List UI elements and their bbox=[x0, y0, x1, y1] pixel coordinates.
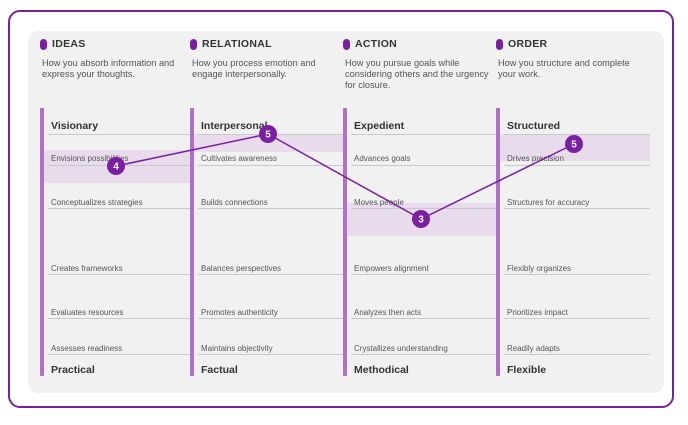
column-scale-bar bbox=[496, 108, 500, 376]
row-label: Promotes authenticity bbox=[201, 308, 278, 317]
row-divider bbox=[198, 354, 344, 355]
column-description: How you process emotion and engage inter… bbox=[192, 58, 316, 79]
row-label: Empowers alignment bbox=[354, 264, 429, 273]
column-pill-icon bbox=[40, 39, 47, 50]
row-divider bbox=[504, 274, 650, 275]
pole-top-label: Expedient bbox=[354, 120, 405, 132]
row-divider bbox=[504, 318, 650, 319]
score-marker-circle bbox=[412, 210, 430, 228]
row-label: Assesses readiness bbox=[51, 344, 123, 353]
row-divider bbox=[504, 354, 650, 355]
row-divider bbox=[351, 208, 497, 209]
row-divider bbox=[504, 208, 650, 209]
row-label: Envisions possibilities bbox=[51, 154, 129, 163]
row-label: Crystallizes understanding bbox=[354, 344, 448, 353]
row-label: Creates frameworks bbox=[51, 264, 123, 273]
row-divider bbox=[198, 208, 344, 209]
column-description: How you absorb information and express y… bbox=[42, 58, 175, 79]
row-label: Advances goals bbox=[354, 154, 411, 163]
row-divider bbox=[198, 318, 344, 319]
column-pill-icon bbox=[190, 39, 197, 50]
column-title: ACTION bbox=[355, 38, 398, 50]
row-label: Prioritizes impact bbox=[507, 308, 568, 317]
pole-bottom-label: Practical bbox=[51, 364, 95, 376]
column-pill-icon bbox=[496, 39, 503, 50]
column-description: How you structure and complete your work… bbox=[498, 58, 630, 79]
row-label: Maintains objectivity bbox=[201, 344, 273, 353]
score-marker-order: 5 bbox=[565, 135, 583, 153]
row-label: Readily adapts bbox=[507, 344, 560, 353]
column-title: ORDER bbox=[508, 38, 548, 50]
column-pill-icon bbox=[343, 39, 350, 50]
score-marker-label: 5 bbox=[571, 140, 577, 151]
score-marker-circle bbox=[565, 135, 583, 153]
row-divider bbox=[48, 134, 194, 135]
row-divider bbox=[351, 134, 497, 135]
row-label: Flexibly organizes bbox=[507, 264, 572, 273]
row-label: Balances perspectives bbox=[201, 264, 282, 273]
row-label: Builds connections bbox=[201, 198, 268, 207]
column-title: RELATIONAL bbox=[202, 38, 272, 50]
row-divider bbox=[351, 274, 497, 275]
row-label: Evaluates resources bbox=[51, 308, 124, 317]
score-marker-label: 4 bbox=[113, 162, 119, 173]
score-marker-ideas: 4 bbox=[107, 157, 125, 175]
score-line bbox=[115, 133, 575, 220]
pole-bottom-label: Factual bbox=[201, 364, 238, 376]
pole-bottom-label: Flexible bbox=[507, 364, 547, 376]
row-divider bbox=[351, 354, 497, 355]
pole-top-label: Interpersonal bbox=[201, 120, 268, 132]
row-divider bbox=[198, 274, 344, 275]
pole-top-label: Structured bbox=[507, 120, 561, 132]
row-divider bbox=[48, 274, 194, 275]
score-marker-action: 3 bbox=[412, 210, 430, 228]
score-marker-circle bbox=[107, 157, 125, 175]
row-divider bbox=[504, 165, 650, 166]
score-marker-relational: 5 bbox=[259, 125, 277, 143]
row-divider bbox=[504, 134, 650, 135]
column-scale-bar bbox=[190, 108, 194, 376]
row-divider bbox=[48, 208, 194, 209]
row-label: Structures for accuracy bbox=[507, 198, 590, 207]
row-label: Analyzes then acts bbox=[354, 308, 422, 317]
row-label: Cultivates awareness bbox=[201, 154, 278, 163]
score-marker-circle bbox=[259, 125, 277, 143]
row-divider bbox=[198, 165, 344, 166]
row-label: Moves people bbox=[354, 198, 404, 207]
score-marker-label: 5 bbox=[265, 130, 271, 141]
row-divider bbox=[351, 318, 497, 319]
pole-bottom-label: Methodical bbox=[354, 364, 409, 376]
row-divider bbox=[48, 318, 194, 319]
row-label: Conceptualizes strategies bbox=[51, 198, 143, 207]
column-scale-bar bbox=[343, 108, 347, 376]
column-title: IDEAS bbox=[52, 38, 86, 50]
column-description: How you pursue goals while considering o… bbox=[345, 58, 489, 90]
row-divider bbox=[351, 165, 497, 166]
score-marker-label: 3 bbox=[418, 215, 424, 226]
score-highlight-band bbox=[194, 134, 344, 152]
pole-top-label: Visionary bbox=[51, 120, 99, 132]
column-scale-bar bbox=[40, 108, 44, 376]
row-label: Drives precision bbox=[507, 154, 564, 163]
row-divider bbox=[48, 354, 194, 355]
